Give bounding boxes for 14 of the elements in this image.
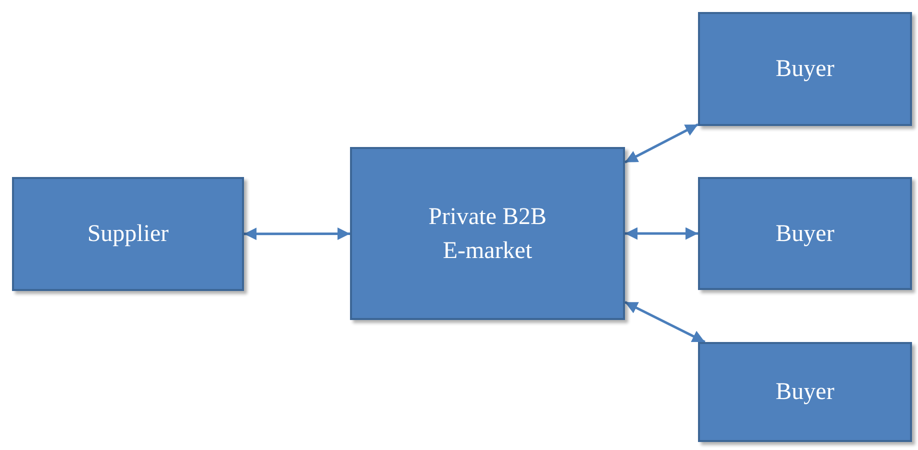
double-arrow (244, 227, 350, 240)
process-box (698, 342, 912, 442)
double-arrow (624, 301, 706, 344)
double-arrow (625, 227, 698, 240)
double-arrow (624, 123, 699, 164)
box-label: Buyer (776, 378, 834, 407)
process-box (350, 147, 625, 320)
box-label: Buyer (776, 55, 834, 84)
process-box (12, 177, 244, 291)
process-box (698, 177, 912, 290)
box-label: Buyer (776, 220, 834, 248)
process-box (698, 12, 912, 126)
box-label: Supplier (87, 220, 169, 249)
box-label: Private B2B E-market (428, 202, 548, 266)
